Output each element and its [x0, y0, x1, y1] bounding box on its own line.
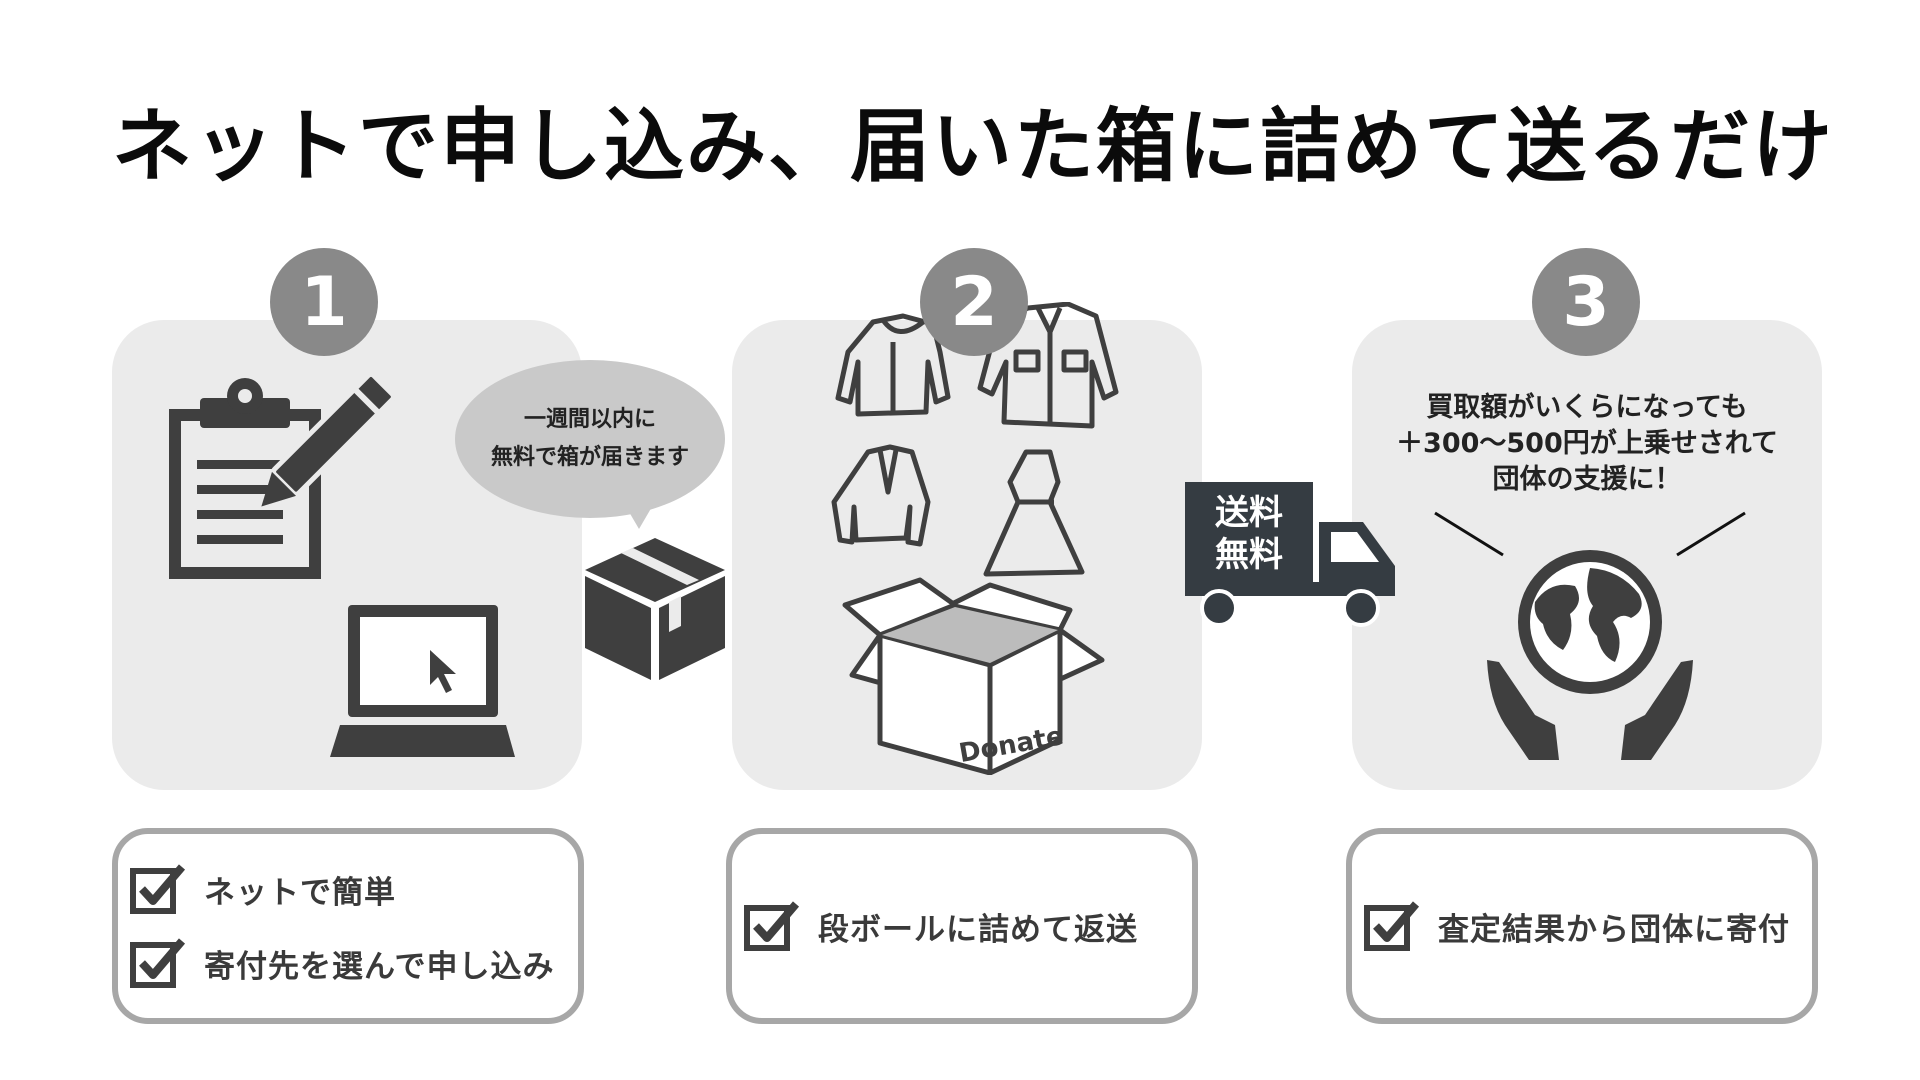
delivery-truck-icon: 送料 無料: [1185, 482, 1395, 627]
checklist-label: 査定結果から団体に寄付: [1438, 911, 1790, 948]
checklist-label: 寄付先を選んで申し込み: [204, 948, 555, 985]
checkbox-icon: [1364, 901, 1420, 951]
checklist-item: 段ボールに詰めて返送: [744, 889, 1192, 963]
open-box-icon: Donate: [842, 577, 1105, 775]
checkbox-icon: [130, 864, 186, 914]
checklist-label: 段ボールに詰めて返送: [818, 911, 1138, 948]
step-3-badge: 3: [1532, 248, 1640, 356]
truck-line-1: 送料: [1215, 493, 1283, 533]
clipboard-pen-icon: [169, 371, 396, 579]
step-3-checklist-card: 査定結果から団体に寄付: [1346, 828, 1818, 1024]
support-line-1: 買取額がいくらになっても: [1426, 392, 1748, 423]
checkbox-icon: [744, 901, 800, 951]
shipping-box-icon: [585, 538, 725, 680]
globe-hands-icon: [1434, 511, 1746, 760]
speech-bubble-tail: [625, 505, 653, 529]
speech-bubble: 一週間以内に 無料で箱が届きます: [455, 360, 725, 518]
checklist-item: ネットで簡単: [130, 852, 578, 926]
step-1-checklist-card: ネットで簡単 寄付先を選んで申し込み: [112, 828, 584, 1024]
bubble-line-2: 無料で箱が届きます: [490, 445, 689, 470]
checklist-item: 査定結果から団体に寄付: [1364, 889, 1812, 963]
checklist-item: 寄付先を選んで申し込み: [130, 926, 578, 1000]
support-line-2: ＋300〜500円が上乗せされて: [1396, 428, 1778, 459]
checklist-label: ネットで簡単: [204, 874, 396, 911]
step-2-badge: 2: [920, 248, 1028, 356]
truck-line-2: 無料: [1215, 535, 1283, 575]
support-line-3: 団体の支援に！: [1492, 464, 1682, 495]
step-1-badge: 1: [270, 248, 378, 356]
page-title: ネットで申し込み、届いた箱に詰めて送るだけ: [112, 100, 1834, 193]
support-text: 買取額がいくらになっても ＋300〜500円が上乗せされて 団体の支援に！: [1352, 390, 1822, 498]
step-2-checklist-card: 段ボールに詰めて返送: [726, 828, 1198, 1024]
checkbox-icon: [130, 938, 186, 988]
bubble-line-1: 一週間以内に: [523, 407, 656, 432]
laptop-cursor-icon: [330, 605, 515, 757]
